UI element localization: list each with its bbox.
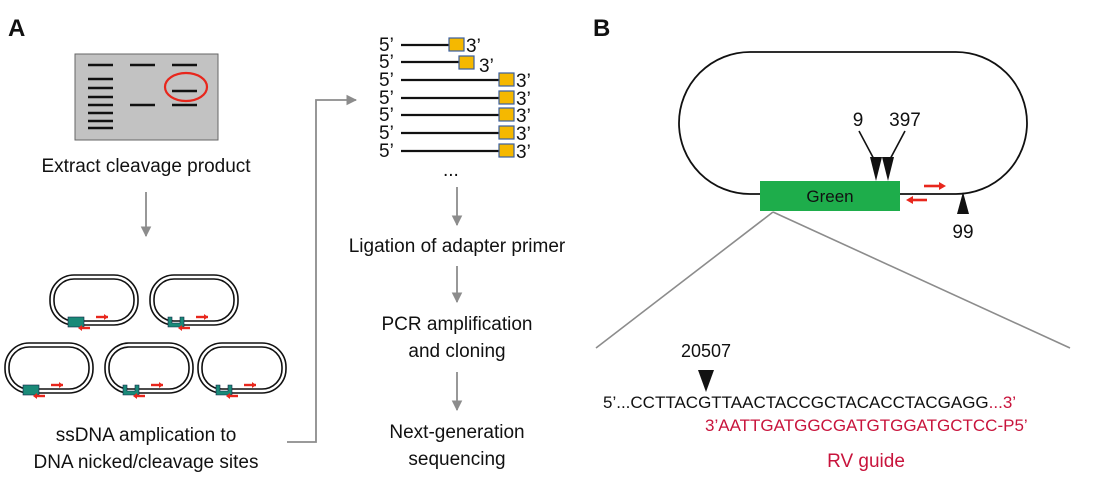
cleavage-band-circle (163, 71, 209, 103)
site-9-label: 9 (853, 110, 864, 131)
svg-text:3’: 3’ (479, 56, 494, 77)
step-pcr-label-2: and cloning (408, 341, 505, 362)
gel-image (74, 53, 219, 141)
site-99-marker (957, 192, 969, 214)
step-ligation-label: Ligation of adapter primer (349, 236, 566, 257)
zoom-line-left (595, 211, 774, 349)
site-99-label: 99 (952, 222, 973, 243)
site-397-marker (882, 157, 894, 181)
step-ssdna-label-1: ssDNA amplication to (56, 425, 237, 446)
panel-b-label: B (593, 15, 610, 42)
site-20507-label: 20507 (681, 341, 731, 361)
reads-ellipsis: ... (443, 160, 459, 181)
rv-guide-label: RV guide (827, 451, 905, 472)
svg-text:3’: 3’ (516, 89, 531, 110)
step-ngs-label-1: Next-generation (389, 422, 524, 443)
site-397-label: 397 (889, 110, 921, 131)
svg-text:3’: 3’ (516, 142, 531, 163)
svg-text:5’: 5’ (379, 123, 394, 144)
svg-text:5’: 5’ (379, 52, 394, 73)
green-region-label: Green (806, 187, 853, 206)
read-list: 5’ 3’ 5’ 3’ 5’ 3’ 5’ 3’ 5’ 3’ 5’ 3’ 5’ 3… (379, 35, 531, 181)
svg-text:3’: 3’ (516, 124, 531, 145)
site-9-marker (870, 157, 882, 181)
svg-text:5’: 5’ (379, 35, 394, 56)
green-region (760, 181, 900, 211)
svg-text:3’: 3’ (466, 36, 481, 57)
svg-text:5’: 5’ (379, 88, 394, 109)
step-extract-label: Extract cleavage product (41, 156, 251, 177)
flow-connector-arrow (287, 94, 358, 443)
svg-text:5’: 5’ (379, 105, 394, 126)
step-ngs-label-2: sequencing (408, 449, 505, 470)
primer-arrows (906, 182, 946, 204)
svg-text:3’: 3’ (516, 106, 531, 127)
step-pcr-label-1: PCR amplification (382, 314, 533, 335)
step-ssdna-label-2: DNA nicked/cleavage sites (34, 452, 259, 473)
svg-text:5’: 5’ (379, 141, 394, 162)
guide-sequence: 3’AATTGATGGCGATGTGGATGCTCC-P5’ (705, 416, 1028, 435)
plasmid-group (3, 273, 288, 401)
site-20507-marker (698, 370, 714, 392)
svg-text:3’: 3’ (516, 71, 531, 92)
zoom-line-right (772, 211, 1071, 349)
target-sequence: 5’...CCTTACGTTAACTACCGCTACACCTACGAGG...3… (603, 393, 1016, 412)
panel-a-label: A (8, 15, 25, 42)
svg-text:5’: 5’ (379, 70, 394, 91)
